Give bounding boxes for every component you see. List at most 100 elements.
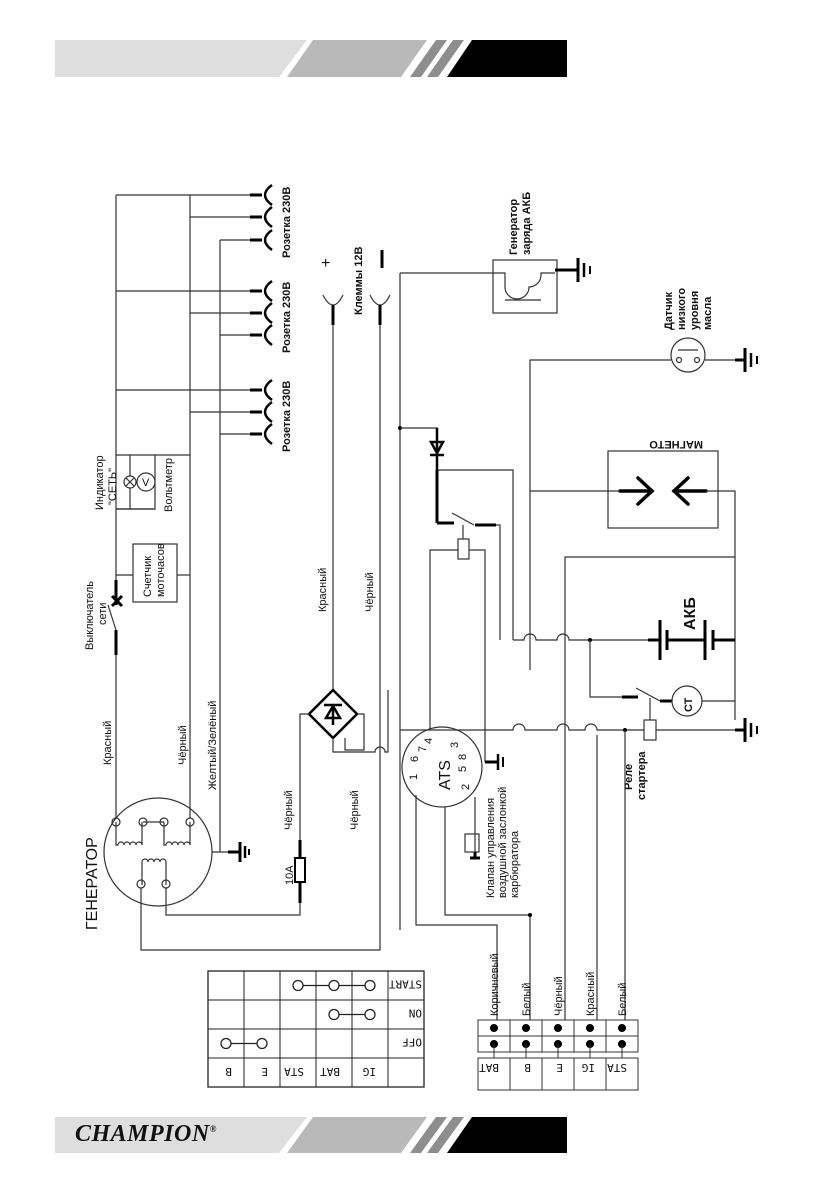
- socket-contact: [263, 400, 273, 424]
- key-column-label: STA: [284, 1065, 304, 1078]
- socket-label-2: Розетка 230В: [281, 282, 293, 353]
- wire-label-black-12v: Чёрный: [364, 572, 376, 612]
- connector-wire-label: Чёрный: [553, 976, 565, 1016]
- header-band-dark: [447, 40, 567, 77]
- magneto-spark-icon: [618, 476, 708, 506]
- svg-text:V: V: [142, 477, 150, 489]
- ats-module: [401, 726, 483, 808]
- key-column-label: E: [261, 1065, 268, 1078]
- key-column-label: B: [225, 1065, 232, 1078]
- magneto: [607, 450, 719, 529]
- oil-sensor-label-3: уровня: [689, 291, 701, 330]
- ats-label: ATS: [437, 760, 454, 790]
- fuse: [294, 857, 306, 883]
- hour-meter-label: Счетчик: [142, 556, 154, 597]
- fuse-label: 10A: [284, 865, 296, 885]
- socket-label-3: Розетка 230В: [281, 381, 293, 452]
- generator-winding-1: [115, 822, 143, 846]
- relay-label-2: стартера: [636, 751, 648, 800]
- ground-icon: [496, 754, 504, 770]
- header-band-stripe: [410, 40, 447, 77]
- diode-icon: [428, 428, 446, 470]
- socket-contact: [263, 183, 273, 207]
- connector-pin: [618, 1024, 626, 1032]
- hour-meter-label-2: моточасов: [155, 543, 167, 597]
- slogan: Power & force: [651, 1126, 740, 1142]
- key-column-label: IG: [363, 1065, 376, 1078]
- generator-winding-2: [163, 822, 191, 846]
- connector-wire-label: Белый: [617, 983, 629, 1016]
- choke-label-3: карбюратора: [509, 830, 521, 898]
- registered-mark: ®: [209, 1124, 217, 1134]
- svg-text:7: 7: [417, 746, 429, 752]
- svg-text:1: 1: [408, 774, 420, 780]
- ground-icon: [743, 348, 758, 372]
- key-contact: [364, 979, 376, 992]
- switch-label: Выключатель: [84, 581, 96, 650]
- key-position-label: START: [389, 978, 422, 991]
- generator-terminals: [111, 817, 195, 889]
- generator-symbol: [103, 797, 213, 907]
- ground-icon: [576, 258, 591, 282]
- switch-label-2: сети: [97, 603, 109, 625]
- brand-name: CHAMPION: [75, 1121, 210, 1147]
- generator-winding-3: [141, 858, 167, 885]
- hour-meter: [132, 543, 178, 603]
- header-band: [55, 40, 567, 77]
- connector-pin-label: B: [524, 1061, 531, 1074]
- terminal-plus-socket: [322, 294, 344, 306]
- key-contact: [220, 1037, 232, 1050]
- key-contact: [256, 1037, 268, 1050]
- charging-coil: [492, 259, 558, 314]
- connector-pin-label: E: [556, 1061, 563, 1074]
- choke-valve: [464, 833, 480, 853]
- key-contact: [328, 1008, 340, 1021]
- relay-coil: [457, 538, 470, 560]
- socket-contact: [263, 228, 273, 252]
- svg-text:3: 3: [449, 742, 461, 748]
- diode-icon: [323, 703, 343, 725]
- connector-wire-label: Коричневый: [489, 953, 501, 1016]
- connector-pin: [586, 1024, 594, 1032]
- socket-contact: [263, 279, 273, 303]
- indicator-label: Индикатор: [94, 455, 106, 510]
- socket-label-1: Розетка 230В: [281, 187, 293, 258]
- ground-icon: [238, 842, 250, 862]
- wire-label-red: Красный: [102, 721, 114, 765]
- socket-group-3: [116, 389, 250, 435]
- charger-label: Генератор: [508, 199, 520, 255]
- choke-label-2: воздушной заслонкой: [497, 787, 509, 898]
- terminals-label: Клеммы 12В: [353, 247, 365, 315]
- header-band-mid: [287, 40, 427, 77]
- wire-label-black: Чёрный: [177, 725, 189, 765]
- socket-contact: [263, 205, 273, 229]
- header-band-light: [55, 40, 307, 77]
- starter-relay: [643, 719, 657, 741]
- key-position-label: OFF: [402, 1036, 422, 1049]
- ats-pin-labels: 1 2 3 4 5 6 7 8: [408, 738, 472, 790]
- oil-sensor-label: Датчик: [663, 292, 675, 330]
- connector-pin: [490, 1024, 498, 1032]
- oil-sensor-label-2: низкого: [676, 288, 688, 330]
- charger-label-2: заряда АКБ: [521, 192, 533, 255]
- connector-wire-label: Белый: [521, 983, 533, 1016]
- terminal-minus-socket: [369, 294, 391, 306]
- connector-block: BATКоричневыйBБелыйEЧёрныйIGКрасныйSTAБе…: [477, 953, 639, 1091]
- terminal-plus: +: [321, 255, 330, 272]
- svg-text:2: 2: [460, 784, 472, 790]
- svg-text:8: 8: [457, 754, 469, 760]
- header-band-stripe: [427, 40, 464, 77]
- wire-label-red-12v: Красный: [317, 568, 329, 612]
- battery-icon: [648, 620, 735, 660]
- socket-group-2: [116, 290, 250, 336]
- svg-text:6: 6: [409, 756, 421, 762]
- starter-label: СТ: [683, 697, 695, 712]
- brand-logo: CHAMPION®: [75, 1121, 217, 1148]
- connector-pin-label: STA: [607, 1061, 627, 1074]
- voltmeter-label: Вольтметр: [163, 458, 175, 512]
- key-column-label: BAT: [320, 1065, 340, 1078]
- indicator-label-2: "СЕТЬ": [107, 468, 119, 505]
- connector-pin: [522, 1024, 530, 1032]
